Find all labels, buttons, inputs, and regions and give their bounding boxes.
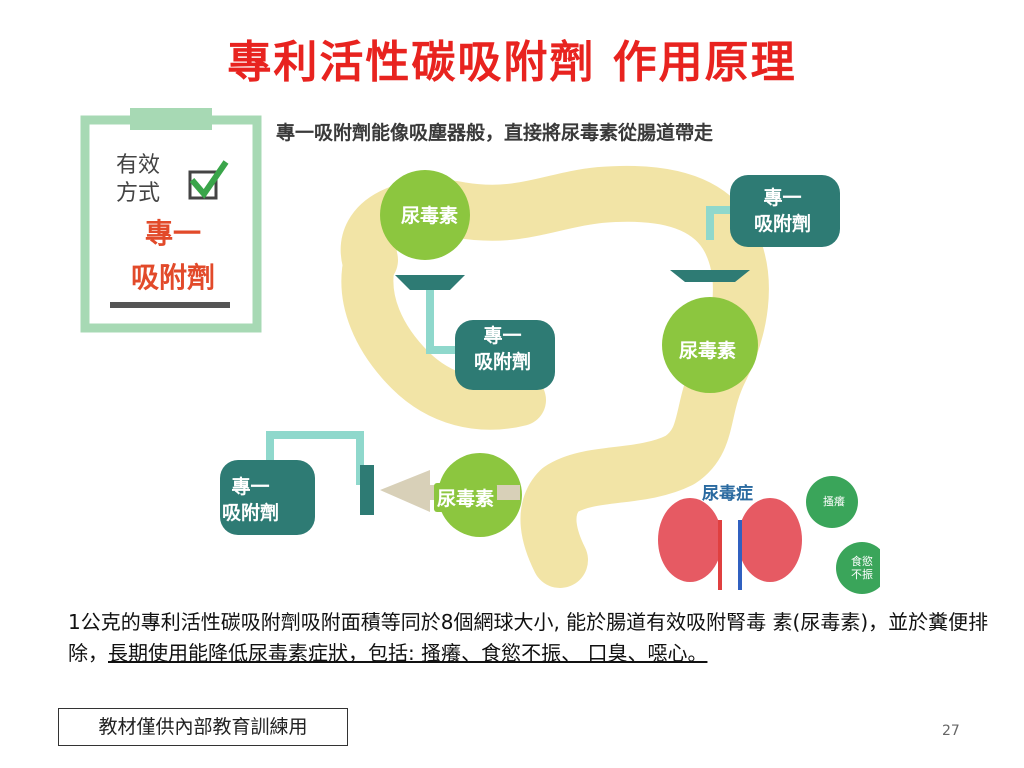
virus-label: 尿毒素 [434, 483, 498, 512]
blood-vessel [718, 520, 742, 590]
symptom-label: 口臭 [905, 521, 927, 534]
vacuum-label-line: 吸附劑 [754, 213, 812, 235]
virus-label: 尿毒素 [676, 335, 740, 364]
slide-title: 專利活性碳吸附劑 作用原理 [227, 37, 797, 88]
footer-notice: 教材僅供內部教育訓練用 [58, 708, 348, 746]
symptom-label: 噁心 [919, 578, 941, 591]
body-text-underlined: 長期使用能降低尿毒素症狀，包括: 搔癢、食慾不振、 口臭、噁心。 [108, 641, 708, 665]
vacuum-label-line: 專一 [231, 476, 270, 498]
board-line: 方式 [116, 181, 161, 206]
board-line: 有效 [116, 153, 161, 178]
kidney-icon [658, 498, 802, 582]
body-text-part: 1公克的專利活性碳吸附劑吸附面積等同於8個網球大小, 能於腸道有效吸附腎毒 素(… [68, 610, 989, 665]
page-number: 27 [942, 723, 960, 739]
vacuum-label: 專一 吸附劑 [754, 185, 811, 237]
vacuum-icon [220, 175, 840, 535]
checkbox-icon [188, 160, 229, 200]
body-paragraph: 1公克的專利活性碳吸附劑吸附面積等同於8個網球大小, 能於腸道有效吸附腎毒 素(… [68, 607, 998, 669]
symptom-bubble [806, 476, 880, 594]
vacuum-hose [266, 206, 730, 485]
symptom-label: 食慾 不振 [851, 555, 873, 581]
vacuum-label-line: 專一 [483, 325, 522, 347]
vacuum-label: 專一 吸附劑 [474, 323, 531, 375]
figure-caption: 專一吸附劑能像吸塵器般，直接將尿毒素從腸道帶走 [276, 122, 714, 144]
vacuum-label-line: 吸附劑 [222, 502, 280, 524]
virus-label: 尿毒素 [398, 200, 462, 229]
board-line: 吸附劑 [130, 261, 215, 294]
symptom-label: 搔癢 [823, 495, 845, 508]
board-highlight: 專一 吸附劑 [109, 212, 237, 300]
vacuum-nozzle [360, 270, 750, 515]
vacuum-label-line: 吸附劑 [474, 351, 532, 373]
clipboard-icon [80, 108, 262, 333]
board-text: 有效 方式 [116, 152, 160, 208]
uremia-label: 尿毒症 [702, 484, 753, 504]
vacuum-label: 專一 吸附劑 [222, 474, 279, 526]
vacuum-label-line: 專一 [763, 187, 802, 209]
board-line: 專一 [144, 217, 201, 250]
